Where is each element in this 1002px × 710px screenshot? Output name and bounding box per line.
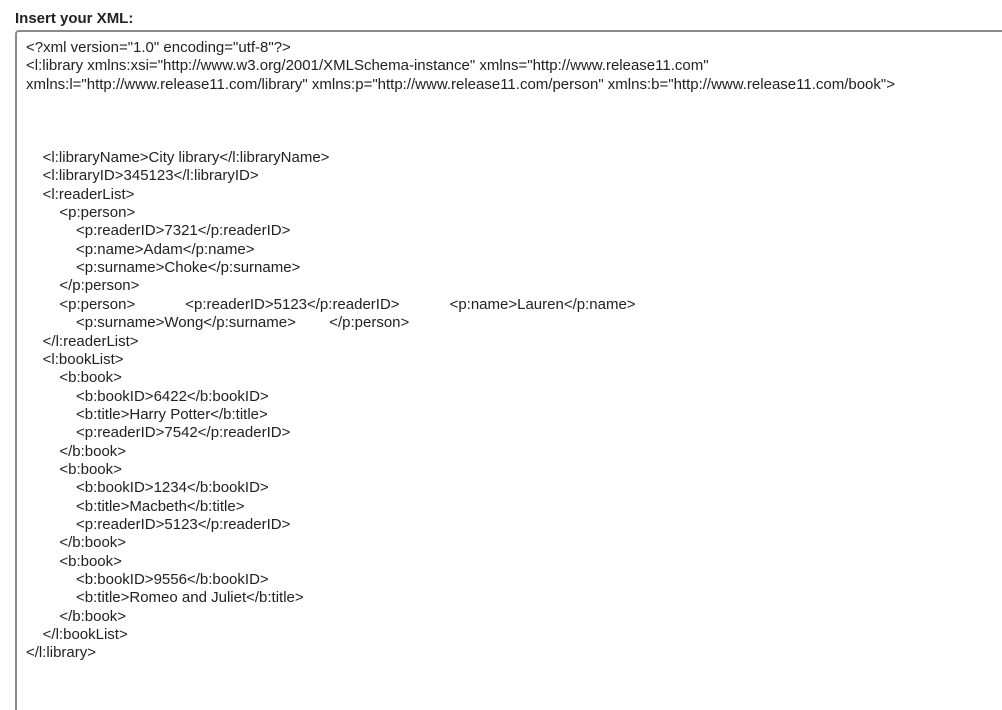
xml-input-label: Insert your XML: (15, 10, 134, 27)
xml-input[interactable]: <?xml version="1.0" encoding="utf-8"?> <… (15, 30, 1002, 710)
